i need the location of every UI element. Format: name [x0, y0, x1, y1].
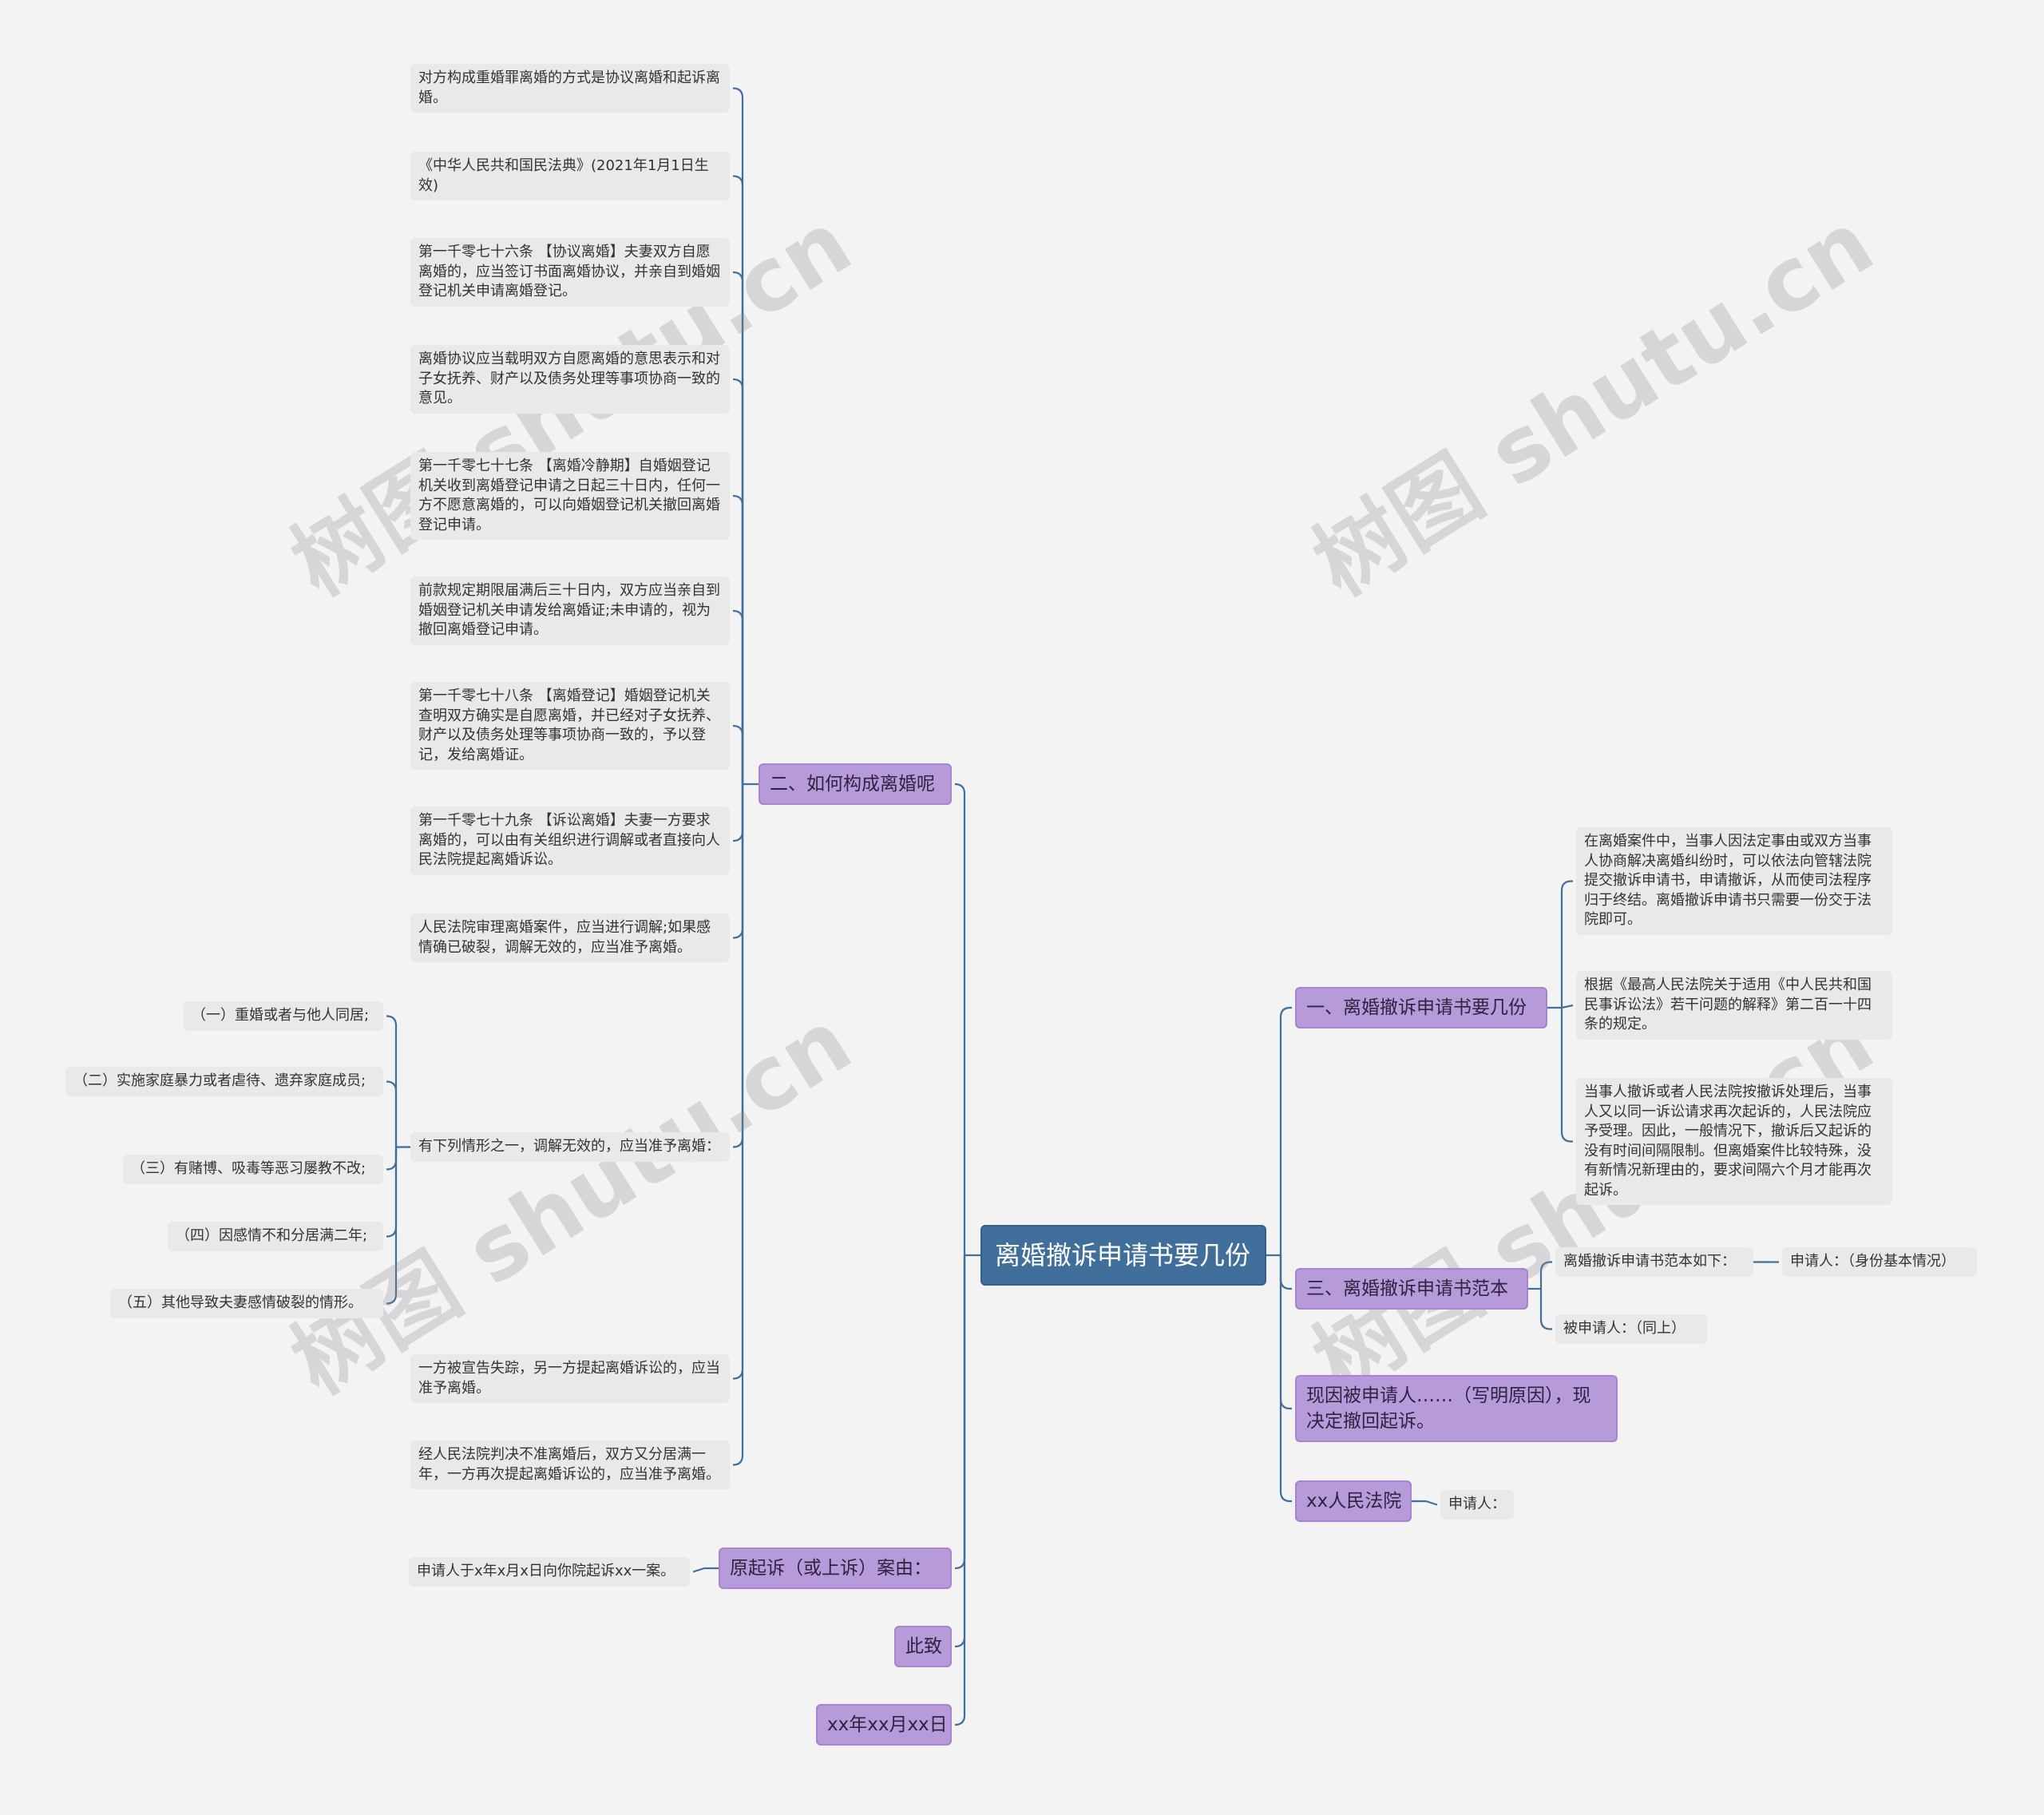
connector-line	[1425, 1500, 1438, 1506]
connector-line	[732, 724, 744, 784]
leaf-divorce-case[interactable]: （三）有赌博、吸毒等恶习屡教不改;	[123, 1155, 383, 1184]
leaf-note[interactable]: 人民法院审理离婚案件，应当进行调解;如果感情确已破裂，调解无效的，应当准予离婚。	[410, 913, 730, 962]
branch-date[interactable]: xx年xx月xx日	[816, 1704, 952, 1746]
leaf-note[interactable]: 一方被宣告失踪，另一方提起离婚诉讼的，应当准予离婚。	[410, 1354, 730, 1403]
branch-original-cause[interactable]: 原起诉（或上诉）案由：	[719, 1548, 952, 1589]
connector-line	[732, 609, 744, 784]
leaf-note[interactable]: 第一千零七十六条 【协议离婚】夫妻双方自愿离婚的，应当签订书面离婚协议，并亲自到…	[410, 238, 730, 307]
leaf-note[interactable]: 离婚协议应当载明双方自愿离婚的意思表示和对子女抚养、财产以及债务处理等事项协商一…	[410, 345, 730, 414]
connector-line	[732, 784, 744, 1466]
leaf-applicant-signature[interactable]: 申请人：	[1440, 1490, 1514, 1520]
connector-line	[732, 494, 744, 784]
leaf-applicant[interactable]: 申请人：（身份基本情况）	[1782, 1247, 1977, 1277]
connector-line	[386, 1015, 398, 1147]
connector-line	[954, 1255, 966, 1570]
branch-court[interactable]: xx人民法院	[1295, 1480, 1412, 1522]
connector-line	[732, 784, 744, 842]
leaf-note[interactable]: 《中华人民共和国民法典》(2021年1月1日生效)	[410, 152, 730, 200]
leaf-divorce-case[interactable]: （四）因感情不和分居满二年;	[168, 1222, 383, 1251]
leaf-note[interactable]: 第一千零七十八条 【离婚登记】婚姻登记机关查明双方确实是自愿离婚，并已经对子女抚…	[410, 682, 730, 770]
connector-line	[954, 1255, 966, 1648]
leaf-note[interactable]: 根据《最高人民法院关于适用《中人民共和国民事诉讼法》若干问题的解释》第二百一十四…	[1576, 971, 1892, 1040]
connector-line	[692, 1567, 705, 1573]
connector-line	[1279, 1255, 1292, 1410]
connector-line	[732, 175, 744, 784]
leaf-divorce-case[interactable]: （二）实施家庭暴力或者虐待、遗弃家庭成员;	[65, 1067, 383, 1096]
branch-how-many-copies[interactable]: 一、离婚撤诉申请书要几份	[1295, 987, 1547, 1028]
leaf-note[interactable]: 在离婚案件中，当事人因法定事由或双方当事人协商解决离婚纠纷时，可以依法向管辖法院…	[1576, 827, 1892, 935]
connector-line	[1539, 1261, 1552, 1289]
connector-line	[732, 784, 744, 939]
connector-line	[732, 87, 744, 784]
connector-line	[1560, 880, 1573, 1008]
leaf-sample-intro[interactable]: 离婚撤诉申请书范本如下：	[1555, 1247, 1753, 1277]
leaf-note[interactable]: 对方构成重婚罪离婚的方式是协议离婚和起诉离婚。	[410, 64, 730, 113]
leaf-respondent[interactable]: 被申请人：（同上）	[1555, 1314, 1707, 1344]
branch-salutation[interactable]: 此致	[894, 1626, 952, 1667]
connector-line	[1279, 1006, 1292, 1255]
connector-line	[1279, 1255, 1292, 1503]
connector-line	[732, 378, 744, 784]
root-topic[interactable]: 离婚撤诉申请书要几份	[980, 1225, 1266, 1286]
connector-line	[954, 1255, 966, 1726]
leaf-note[interactable]: 当事人撤诉或者人民法院按撤诉处理后，当事人又以同一诉讼请求再次起诉的，人民法院应…	[1576, 1078, 1892, 1205]
connector-line	[386, 1080, 398, 1147]
leaf-divorce-case[interactable]: （五）其他导致夫妻感情破裂的情形。	[110, 1289, 383, 1318]
connector-line	[386, 1147, 398, 1238]
leaf-note[interactable]: 第一千零七十九条 【诉讼离婚】夫妻一方要求离婚的，可以由有关组织进行调解或者直接…	[410, 806, 730, 875]
connector-line	[732, 784, 744, 1380]
connector-line	[386, 1147, 398, 1305]
connector-line	[1279, 1255, 1292, 1290]
connector-line	[1561, 1004, 1574, 1009]
connector-line	[1560, 1008, 1573, 1143]
leaf-divorce-case[interactable]: （一）重婚或者与他人同居;	[184, 1001, 383, 1031]
leaf-note[interactable]: 经人民法院判决不准离婚后，双方又分居满一年，一方再次提起离婚诉讼的，应当准予离婚…	[410, 1441, 730, 1489]
leaf-note[interactable]: 申请人于x年x月x日向你院起诉xx一案。	[409, 1557, 690, 1587]
branch-sample-template[interactable]: 三、离婚撤诉申请书范本	[1295, 1268, 1528, 1310]
connector-line	[732, 271, 744, 784]
leaf-note[interactable]: 前款规定期限届满后三十日内，双方应当亲自到婚姻登记机关申请发给离婚证;未申请的，…	[410, 577, 730, 645]
branch-withdraw-reason[interactable]: 现因被申请人……（写明原因），现决定撤回起诉。	[1295, 1375, 1618, 1442]
connector-line	[1539, 1289, 1552, 1330]
connector-line	[386, 1147, 398, 1171]
connector-line	[954, 783, 966, 1255]
branch-how-to-constitute-divorce[interactable]: 二、如何构成离婚呢	[759, 763, 952, 805]
leaf-note[interactable]: 第一千零七十七条 【离婚冷静期】自婚姻登记机关收到离婚登记申请之日起三十日内，任…	[410, 452, 730, 540]
leaf-note[interactable]: 有下列情形之一，调解无效的，应当准予离婚：	[410, 1132, 730, 1162]
